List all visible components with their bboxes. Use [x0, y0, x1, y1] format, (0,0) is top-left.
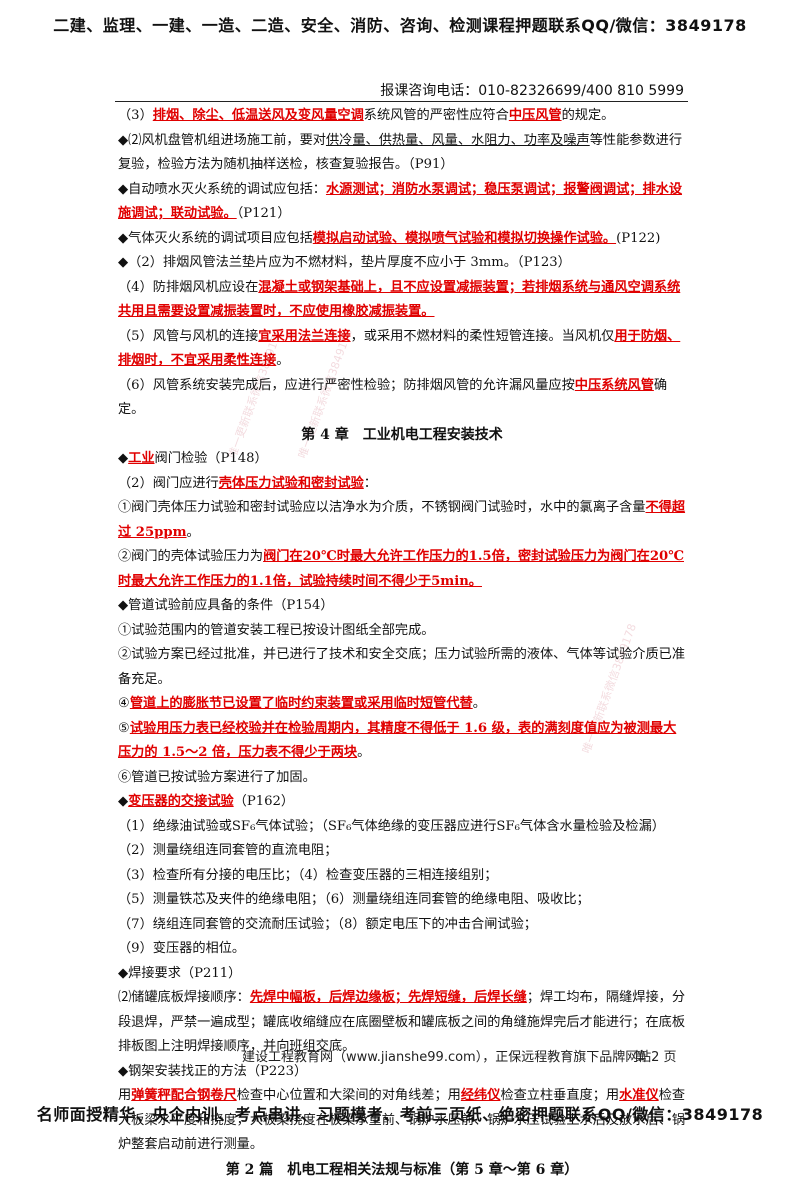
para-l4: ◆气体灭火系统的调试项目应包括模拟启动试验、模拟喷气试验和模拟切换操作试验。(P…: [118, 227, 686, 252]
para-l8: （6）风管系统安装完成后，应进行严密性检验；防排烟风管的允许漏风量应按中压系统风…: [118, 374, 686, 423]
part-2-heading: 第 2 篇 机电工程相关法规与标准（第 5 章～第 6 章）: [118, 1158, 686, 1182]
para-l2: ◆⑵风机盘管机组进场施工前，要对供冷量、供热量、风量、水阻力、功率及噪声等性能参…: [118, 129, 686, 178]
hotline-header: 报课咨询电话：010-82326699/400 810 5999: [380, 80, 684, 100]
para-l1: （3）排烟、除尘、低温送风及变风量空调系统风管的严密性应符合中压风管的规定。: [118, 104, 686, 129]
para-l19: ◆变压器的交接试验（P162）: [118, 790, 686, 815]
para-l17: ⑤试验用压力表已经校验并在检验周期内，其精度不得低于 1.6 级，表的满刻度值应…: [118, 717, 686, 766]
para-l5: ◆（2）排烟风管法兰垫片应为不燃材料，垫片厚度不应小于 3mm。（P123）: [118, 251, 686, 276]
para-l21: （2）测量绕组连同套管的直流电阻；: [118, 839, 686, 864]
para-l18: ⑥管道已按试验方案进行了加固。: [118, 766, 686, 791]
para-l7: （5）风管与风机的连接宜采用法兰连接，或采用不燃材料的柔性短管连接。当风机仅用于…: [118, 325, 686, 374]
para-l9: ◆工业阀门检验（P148）: [118, 447, 686, 472]
para-l6: （4）防排烟风机应设在混凝土或钢架基础上，且不应设置减振装置；若排烟系统与通风空…: [118, 276, 686, 325]
para-l20: （1）绝缘油试验或SF₆气体试验；（SF₆气体绝缘的变压器应进行SF₆气体含水量…: [118, 815, 686, 840]
chapter-4-heading: 第 4 章 工业机电工程安装技术: [118, 423, 686, 448]
para-l24: （7）绕组连同套管的交流耐压试验；（8）额定电压下的冲击合闸试验；: [118, 913, 686, 938]
para-l25: （9）变压器的相位。: [118, 937, 686, 962]
footer-page-number: 第 2 页: [634, 1046, 677, 1065]
para-l13: ◆管道试验前应具备的条件（P154）: [118, 594, 686, 619]
bottom-promo-banner: 名师面授精华、央企内训、考点串讲、习题模考、考前三页纸、绝密押题联系QQ/微信：…: [0, 1101, 800, 1125]
para-l22: （3）检查所有分接的电压比；（4）检查变压器的三相连接组别；: [118, 864, 686, 889]
para-l23: （5）测量铁芯及夹件的绝缘电阻；（6）测量绕组连同套管的绝缘电阻、吸收比；: [118, 888, 686, 913]
para-l16: ④管道上的膨胀节已设置了临时约束装置或采用临时短管代替。: [118, 692, 686, 717]
para-l14: ①试验范围内的管道安装工程已按设计图纸全部完成。: [118, 619, 686, 644]
para-l12: ②阀门的壳体试验压力为阀门在20℃时最大允许工作压力的1.5倍，密封试验压力为阀…: [118, 545, 686, 594]
para-l11: ①阀门壳体压力试验和密封试验应以洁净水为介质，不锈钢阀门试验时，水中的氯离子含量…: [118, 496, 686, 545]
top-promo-banner: 二建、监理、一建、一造、二造、安全、消防、咨询、检测课程押题联系QQ/微信：38…: [0, 12, 800, 36]
para-l15: ②试验方案已经过批准，并已进行了技术和安全交底；压力试验所需的液体、气体等试验介…: [118, 643, 686, 692]
header-divider: [115, 101, 688, 102]
footer-site: 建设工程教育网（www.jianshe99.com），正保远程教育旗下品牌网站: [242, 1046, 651, 1065]
document-body: （3）排烟、除尘、低温送风及变风量空调系统风管的严密性应符合中压风管的规定。 ◆…: [118, 104, 686, 1182]
para-l3: ◆自动喷水灭火系统的调试应包括：水源测试；消防水泵调试；稳压泵调试；报警阀调试；…: [118, 178, 686, 227]
para-l26: ◆焊接要求（P211）: [118, 962, 686, 987]
para-l10: （2）阀门应进行壳体压力试验和密封试验：: [118, 472, 686, 497]
